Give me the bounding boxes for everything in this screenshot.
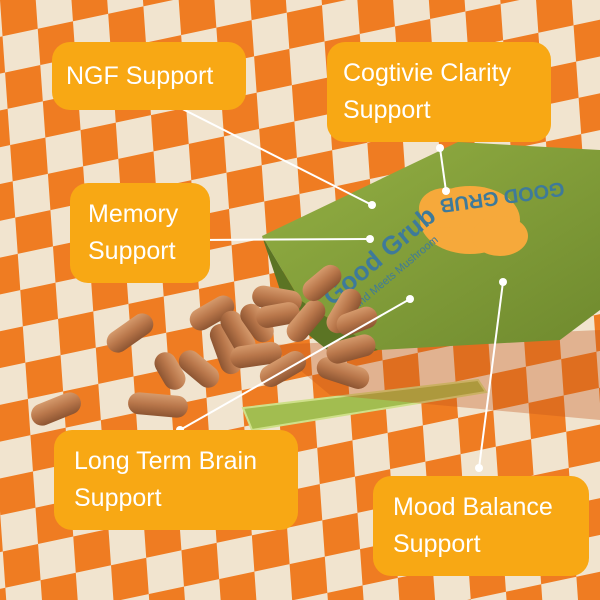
- callout-memory-support: Memory Support: [70, 183, 210, 283]
- callout-text: Support: [343, 96, 431, 124]
- leader-dot: [436, 144, 444, 152]
- leader-dot: [368, 201, 376, 209]
- leader-lines: [148, 91, 504, 469]
- callout-mood-balance-support: Mood Balance Support: [373, 476, 589, 576]
- callout-text: Memory: [88, 200, 179, 228]
- callout-text: NGF Support: [66, 61, 214, 90]
- callout-text: Support: [74, 484, 162, 512]
- callout-text: Cogtivie Clarity: [343, 59, 512, 87]
- leader-dot: [475, 464, 483, 472]
- capsules: [31, 264, 378, 426]
- callout-text: Support: [88, 237, 176, 265]
- callout-long-term-brain-support: Long Term Brain Support: [54, 430, 298, 530]
- leader-dot: [442, 187, 450, 195]
- callout-text: Support: [393, 530, 481, 558]
- leader-dot: [366, 235, 374, 243]
- supplement-pouch: Good Grub Mind Meets Mushroom GOOD GRUB: [262, 142, 600, 360]
- callout-cognitive-clarity-support: Cogtivie Clarity Support: [327, 42, 551, 142]
- leader-dot: [406, 295, 414, 303]
- torn-strip: [241, 378, 488, 432]
- leader-dot: [499, 278, 507, 286]
- callout-ngf-support: NGF Support: [52, 42, 246, 110]
- callout-text: Mood Balance: [393, 493, 553, 521]
- callout-text: Long Term Brain: [74, 447, 257, 475]
